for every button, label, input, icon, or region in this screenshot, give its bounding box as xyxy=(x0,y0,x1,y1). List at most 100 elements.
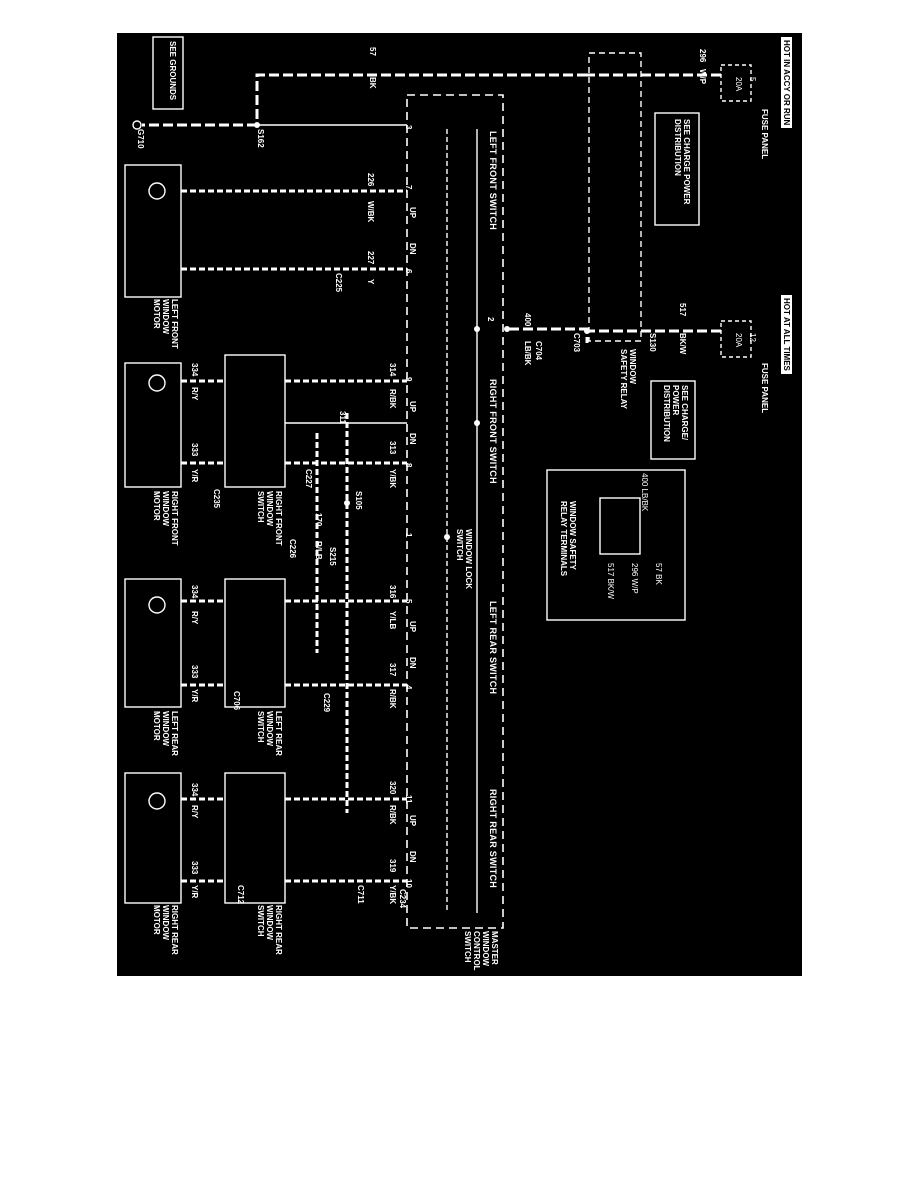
lf-motor-label: LEFT FRONT WINDOW MOTOR xyxy=(152,299,179,349)
see-grounds-box xyxy=(152,36,184,110)
conn-g710: G710 xyxy=(136,129,145,149)
conn-c227: C227 xyxy=(304,469,313,489)
relay-outline xyxy=(588,52,642,342)
wiring-diagram-sheet: HOT IN ACCY OR RUN HOT AT ALL TIMES FUSE… xyxy=(117,33,802,976)
rr-motor-label: RIGHT REAR WINDOW MOTOR xyxy=(152,905,179,955)
fuse-amp-mid: 20A xyxy=(734,333,743,348)
wire-170: 170 xyxy=(314,513,323,527)
hot-accy-run-banner: HOT IN ACCY OR RUN xyxy=(781,37,792,129)
wire-314-color: R/BK xyxy=(388,389,397,409)
wire-333-rf: 333 xyxy=(190,443,199,457)
conn-s130: S130 xyxy=(648,333,657,352)
pin-7: 7 xyxy=(404,185,413,190)
rf-motor-label: RIGHT FRONT WINDOW MOTOR xyxy=(152,491,179,546)
wire-226: 226 xyxy=(366,173,375,187)
left-front-switch-label: LEFT FRONT SWITCH xyxy=(488,131,498,231)
pin-3: 3 xyxy=(404,125,413,130)
conn-c235: C235 xyxy=(212,489,221,509)
see-charge-label-1: SEE CHARGE POWER DISTRIBUTION xyxy=(673,119,691,205)
wire-517-color: BK/W xyxy=(678,333,687,355)
wiring-lines xyxy=(124,36,752,929)
fuse-panel-label-top: FUSE PANEL xyxy=(760,109,769,160)
pin-5: 5 xyxy=(404,599,413,604)
conn-c229: C229 xyxy=(322,693,331,713)
relay-terminal-box xyxy=(546,469,686,621)
rr-motor-box xyxy=(124,772,182,904)
fuse-number-mid: 12 xyxy=(748,333,757,342)
wire-226-color: W/BK xyxy=(366,201,375,223)
relay-terminals-title: WINDOW SAFETY RELAY TERMINALS xyxy=(559,501,577,577)
pin-11: 11 xyxy=(404,795,413,804)
wire-333-rf-color: Y/R xyxy=(190,469,199,483)
right-rear-switch-label: RIGHT REAR SWITCH xyxy=(488,789,498,889)
conn-s162: S162 xyxy=(256,129,265,148)
fuse-box-mid xyxy=(720,320,752,358)
wire-334-rr: 334 xyxy=(190,783,199,797)
see-charge-label-2: SEE CHARGE/ POWER DISTRIBUTION xyxy=(662,385,689,442)
wire-170-color: R/LB xyxy=(314,541,323,560)
conn-c704: C704 xyxy=(534,341,543,361)
wire-227-color: Y xyxy=(366,279,375,285)
wire-333-rr-color: Y/R xyxy=(190,885,199,899)
wire-334-rf: 334 xyxy=(190,363,199,377)
wire-317: 317 xyxy=(388,663,397,677)
wire-334-lr: 334 xyxy=(190,585,199,599)
conn-s105: S105 xyxy=(354,491,363,510)
fuse-box-top xyxy=(720,64,752,102)
wire-317-color: R/BK xyxy=(388,689,397,709)
pin-1: 1 xyxy=(404,533,413,538)
rr-dn-label: DN xyxy=(408,851,417,863)
pin-8: 8 xyxy=(404,463,413,468)
wire-320-color: R/BK xyxy=(388,805,397,825)
right-front-switch-label: RIGHT FRONT SWITCH xyxy=(488,379,498,484)
wire-57-color: BK xyxy=(368,77,377,89)
lr-motor-label: LEFT REAR WINDOW MOTOR xyxy=(152,711,179,756)
wire-311: 311 xyxy=(338,411,347,424)
rr-window-switch-box xyxy=(224,772,286,904)
left-rear-switch-label: LEFT REAR SWITCH xyxy=(488,601,498,695)
master-switch-label: MASTER WINDOW CONTROL SWITCH xyxy=(463,931,499,971)
wire-334-lr-color: R/Y xyxy=(190,611,199,625)
master-switch-outline xyxy=(406,94,504,929)
wire-320: 320 xyxy=(388,781,397,795)
rf-window-switch-label: RIGHT FRONT WINDOW SWITCH xyxy=(256,491,283,546)
wire-517: 517 xyxy=(678,303,687,317)
wire-296-color: W/P xyxy=(698,69,707,85)
see-charge-box-1 xyxy=(654,112,700,226)
pin-2: 2 xyxy=(486,317,495,322)
lr-motor-box xyxy=(124,578,182,708)
fuse-panel-label-mid: FUSE PANEL xyxy=(760,363,769,414)
rr-window-switch-label: RIGHT REAR WINDOW SWITCH xyxy=(256,905,283,955)
rr-up-label: UP xyxy=(408,815,417,827)
hot-all-times-banner: HOT AT ALL TIMES xyxy=(781,295,792,374)
wire-334-rf-color: R/Y xyxy=(190,387,199,401)
conn-c706: C706 xyxy=(232,691,241,711)
lr-window-switch-label: LEFT REAR WINDOW SWITCH xyxy=(256,711,283,756)
conn-c225: C225 xyxy=(334,273,343,293)
relay-terminal-517: 517 BK/W xyxy=(606,563,615,600)
conn-c712: C712 xyxy=(236,885,245,905)
wire-319-color: Y/BK xyxy=(388,885,397,905)
wire-227: 227 xyxy=(366,251,375,265)
wire-57-top: 57 xyxy=(368,47,377,56)
rf-window-switch-box xyxy=(224,354,286,488)
conn-c234: C234 xyxy=(398,889,407,909)
lr-up-label: UP xyxy=(408,621,417,633)
pin-10: 10 xyxy=(404,879,413,888)
conn-c226: C226 xyxy=(288,539,297,559)
see-charge-box-2 xyxy=(650,380,696,460)
wire-313-color: Y/BK xyxy=(388,469,397,489)
relay-terminal-296: 296 W/P xyxy=(630,563,639,594)
lf-dn-label: DN xyxy=(408,243,417,255)
relay-terminal-400: 400 LB/BK xyxy=(640,473,649,512)
lr-dn-label: DN xyxy=(408,657,417,669)
window-lock-switch-label: WINDOW LOCK SWITCH xyxy=(455,529,473,589)
wire-314: 314 xyxy=(388,363,397,377)
wire-333-lr: 333 xyxy=(190,665,199,679)
pin-4: 4 xyxy=(404,685,413,690)
wire-400: 400 xyxy=(523,313,532,327)
rf-dn-label: DN xyxy=(408,433,417,445)
wire-333-lr-color: Y/R xyxy=(190,689,199,703)
pin-9: 9 xyxy=(404,377,413,382)
relay-terminal-57: 57 BK xyxy=(654,563,663,585)
